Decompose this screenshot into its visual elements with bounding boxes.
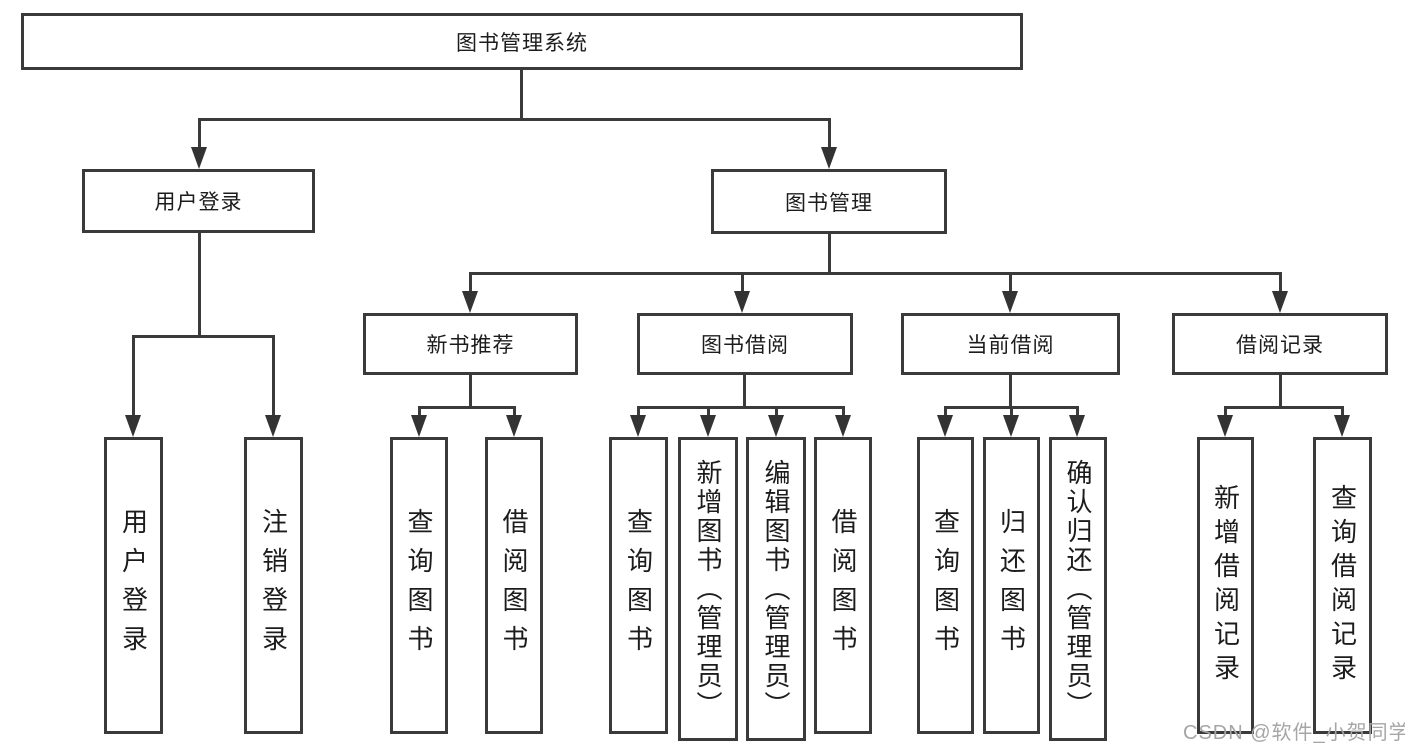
leaf-node-label: 用户登录	[118, 507, 149, 664]
connector-vline	[1009, 375, 1012, 406]
connector-vline	[828, 118, 831, 150]
arrowhead-down-icon	[821, 147, 837, 169]
connector-hline	[418, 406, 516, 409]
connector-vline	[1341, 406, 1344, 417]
arrowhead-down-icon	[191, 147, 207, 169]
leaf-node-edit-books-admin: 编辑图书（管理员）	[746, 437, 806, 741]
arrowhead-down-icon	[630, 415, 646, 437]
arrowhead-down-icon	[1003, 415, 1019, 437]
branch-node-user-login: 用户登录	[82, 169, 315, 233]
arrowhead-down-icon	[768, 415, 784, 437]
arrowhead-down-icon	[1069, 415, 1085, 437]
root-node-library-system: 图书管理系统	[21, 13, 1023, 70]
group-node-book-borrow: 图书借阅	[637, 313, 853, 375]
root-node-label: 图书管理系统	[456, 31, 588, 55]
connector-hline	[198, 118, 831, 121]
group-node-label: 当前借阅	[966, 334, 1055, 357]
arrowhead-down-icon	[1334, 415, 1350, 437]
leaf-node-confirm-return-admin: 确认归还（管理员）	[1049, 437, 1107, 741]
leaf-node-label: 新增图书（管理员）	[693, 458, 723, 720]
group-node-borrow-records: 借阅记录	[1172, 313, 1388, 375]
leaf-node-logout: 注销登录	[244, 437, 303, 734]
connector-vline	[198, 233, 201, 335]
arrowhead-down-icon	[265, 415, 281, 437]
connector-vline	[828, 234, 831, 272]
arrowhead-down-icon	[506, 415, 522, 437]
leaf-node-label: 查询图书	[404, 507, 434, 664]
leaf-node-query-books-current: 查询图书	[917, 437, 974, 734]
connector-vline	[469, 272, 472, 293]
connector-vline	[469, 375, 472, 406]
leaf-node-label: 归还图书	[996, 507, 1027, 664]
connector-vline	[637, 406, 640, 417]
connector-vline	[1279, 272, 1282, 293]
leaf-node-borrow-books-recommend: 借阅图书	[485, 437, 543, 734]
connector-vline	[842, 406, 845, 417]
connector-vline	[513, 406, 516, 417]
leaf-node-label: 查询图书	[623, 507, 654, 664]
leaf-node-label: 新增借阅记录	[1210, 483, 1241, 688]
leaf-node-query-borrow-record: 查询借阅记录	[1313, 437, 1372, 734]
connector-vline	[775, 406, 778, 417]
watermark: CSDN @软件_小贺同学	[1183, 722, 1405, 744]
connector-hline	[637, 406, 845, 409]
arrowhead-down-icon	[1002, 291, 1018, 313]
connector-vline	[132, 335, 135, 417]
group-node-new-book-recommend: 新书推荐	[363, 313, 578, 375]
connector-vline	[1010, 406, 1013, 417]
connector-vline	[1279, 375, 1282, 406]
connector-vline	[1224, 406, 1227, 417]
connector-vline	[198, 118, 201, 150]
group-node-label: 图书借阅	[701, 334, 789, 357]
arrowhead-down-icon	[734, 291, 750, 313]
leaf-node-label: 确认归还（管理员）	[1063, 458, 1093, 720]
leaf-node-label: 借阅图书	[499, 507, 529, 664]
connector-vline	[520, 70, 523, 118]
branch-node-book-management: 图书管理	[711, 169, 947, 234]
leaf-node-query-books-borrow: 查询图书	[609, 437, 668, 734]
leaf-node-return-books: 归还图书	[983, 437, 1040, 734]
arrowhead-down-icon	[462, 291, 478, 313]
group-node-label: 借阅记录	[1236, 334, 1324, 357]
connector-vline	[944, 406, 947, 417]
group-node-current-borrow: 当前借阅	[901, 313, 1120, 375]
branch-node-label: 图书管理	[785, 191, 873, 215]
connector-vline	[272, 335, 275, 417]
leaf-node-label: 查询借阅记录	[1327, 483, 1358, 688]
leaf-node-label: 查询图书	[930, 507, 961, 664]
leaf-node-label: 借阅图书	[828, 507, 858, 664]
leaf-node-borrow-books: 借阅图书	[814, 437, 872, 734]
arrowhead-down-icon	[937, 415, 953, 437]
arrowhead-down-icon	[411, 415, 427, 437]
leaf-node-user-login: 用户登录	[104, 437, 163, 734]
arrowhead-down-icon	[1217, 415, 1233, 437]
connector-vline	[707, 406, 710, 417]
arrowhead-down-icon	[125, 415, 141, 437]
connector-hline	[1224, 406, 1344, 409]
connector-vline	[741, 272, 744, 293]
branch-node-label: 用户登录	[154, 191, 243, 214]
leaf-node-label: 注销登录	[258, 507, 289, 664]
arrowhead-down-icon	[700, 415, 716, 437]
leaf-node-add-books-admin: 新增图书（管理员）	[678, 437, 738, 741]
connector-vline	[743, 375, 746, 406]
connector-vline	[1076, 406, 1079, 417]
leaf-node-query-books-recommend: 查询图书	[390, 437, 448, 734]
group-node-label: 新书推荐	[426, 334, 515, 357]
leaf-node-add-borrow-record: 新增借阅记录	[1197, 437, 1254, 734]
leaf-node-label: 编辑图书（管理员）	[761, 458, 791, 720]
connector-hline	[132, 335, 275, 338]
connector-vline	[418, 406, 421, 417]
arrowhead-down-icon	[1272, 291, 1288, 313]
connector-vline	[1009, 272, 1012, 293]
connector-hline	[469, 272, 1281, 275]
arrowhead-down-icon	[835, 415, 851, 437]
